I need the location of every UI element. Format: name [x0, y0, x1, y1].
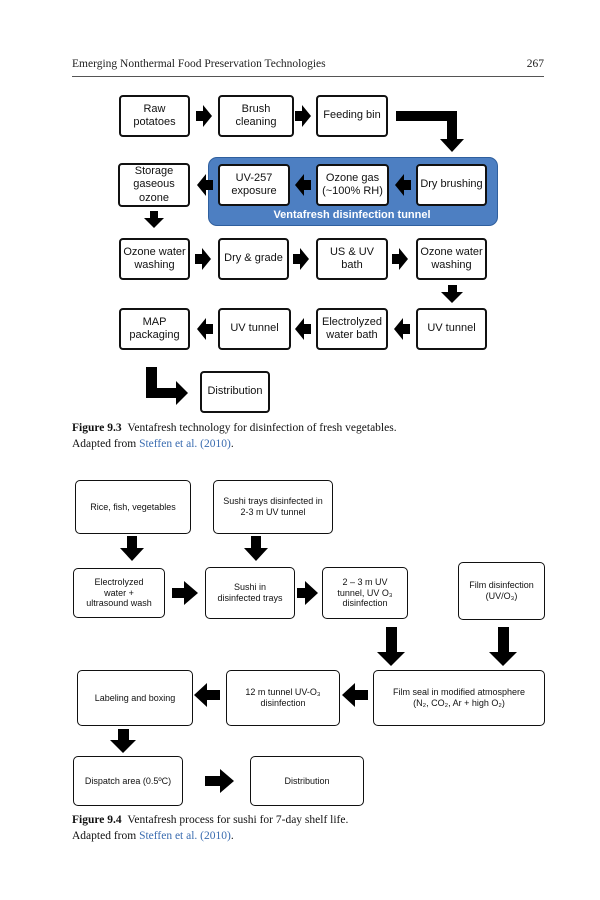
arrow-down — [377, 627, 405, 666]
arrow-left — [295, 174, 311, 196]
box-ozone-water-washing-2: Ozone water washing — [416, 238, 487, 280]
box-film-disinfection: Film disinfection (UV/O₃) — [458, 562, 545, 620]
box-sushi-trays-disinfected: Sushi trays disinfected in 2-3 m UV tunn… — [213, 480, 333, 534]
caption-text: Ventafresh technology for disinfection o… — [127, 422, 397, 434]
arrow-right — [172, 581, 198, 605]
arrow-left — [342, 683, 368, 707]
elbow-arrow-down — [396, 111, 464, 152]
box-uv-tunnel-2: UV tunnel — [416, 308, 487, 350]
arrow-left — [295, 318, 311, 340]
reference-link[interactable]: Steffen et al. (2010) — [139, 438, 231, 450]
running-header-title: Emerging Nonthermal Food Preservation Te… — [72, 58, 326, 70]
arrow-left — [194, 683, 220, 707]
figure-9-3-caption: Figure 9.3 Ventafresh technology for dis… — [72, 420, 397, 452]
arrow-down — [244, 536, 268, 561]
box-labeling-and-boxing: Labeling and boxing — [77, 670, 193, 726]
arrow-down — [120, 536, 144, 561]
arrow-right — [195, 248, 211, 270]
arrow-right — [293, 248, 309, 270]
arrow-down — [489, 627, 517, 666]
box-us-uv-bath: US & UV bath — [316, 238, 388, 280]
box-dispatch-area: Dispatch area (0.5ºC) — [73, 756, 183, 806]
arrow-left — [197, 174, 213, 196]
figure-label: Figure 9.4 — [72, 814, 122, 826]
page-number: 267 — [526, 58, 544, 70]
arrow-down — [144, 211, 164, 228]
box-distribution-9-3: Distribution — [200, 371, 270, 413]
box-uv-tunnel-2-3m: 2 – 3 m UV tunnel, UV O₃ disinfection — [322, 567, 408, 619]
arrow-right — [392, 248, 408, 270]
caption-adapted-prefix: Adapted from — [72, 830, 140, 842]
box-brush-cleaning: Brush cleaning — [218, 95, 294, 137]
box-film-seal: Film seal in modified atmosphere (N₂, CO… — [373, 670, 545, 726]
box-electrolyzed-water-ultrasound: Electrolyzed water + ultrasound wash — [73, 568, 165, 618]
box-12m-tunnel: 12 m tunnel UV-O₃ disinfection — [226, 670, 340, 726]
arrow-down — [441, 285, 463, 303]
tunnel-label: Ventafresh disinfection tunnel — [273, 209, 431, 221]
reference-link[interactable]: Steffen et al. (2010) — [139, 830, 231, 842]
box-storage-gaseous-ozone: Storage gaseous ozone — [118, 163, 190, 207]
box-electrolyzed-water-bath: Electrolyzed water bath — [316, 308, 388, 350]
arrow-down — [110, 729, 136, 753]
caption-adapted-prefix: Adapted from — [72, 438, 140, 450]
caption-suffix: . — [230, 438, 234, 450]
box-ozone-water-washing-1: Ozone water washing — [119, 238, 190, 280]
arrow-left — [395, 174, 411, 196]
caption-text: Ventafresh process for sushi for 7-day s… — [127, 814, 349, 826]
elbow-arrow-right — [146, 367, 188, 405]
box-map-packaging: MAP packaging — [119, 308, 190, 350]
box-uv-tunnel-1: UV tunnel — [218, 308, 291, 350]
arrow-left — [394, 318, 410, 340]
header-rule — [72, 76, 544, 77]
box-distribution-9-4: Distribution — [250, 756, 364, 806]
box-sushi-in-disinfected-trays: Sushi in disinfected trays — [205, 567, 295, 619]
figure-label: Figure 9.3 — [72, 422, 122, 434]
box-rice-fish-vegetables: Rice, fish, vegetables — [75, 480, 191, 534]
arrow-right — [295, 105, 311, 127]
box-feeding-bin: Feeding bin — [316, 95, 388, 137]
figure-9-4-caption: Figure 9.4 Ventafresh process for sushi … — [72, 812, 348, 844]
box-ozone-gas: Ozone gas (~100% RH) — [316, 164, 389, 206]
arrow-right — [196, 105, 212, 127]
caption-suffix: . — [230, 830, 234, 842]
box-dry-grade: Dry & grade — [218, 238, 289, 280]
box-dry-brushing: Dry brushing — [416, 164, 487, 206]
box-uv257-exposure: UV-257 exposure — [218, 164, 290, 206]
box-raw-potatoes: Raw potatoes — [119, 95, 190, 137]
arrow-left — [197, 318, 213, 340]
arrow-right — [297, 581, 318, 605]
arrow-right — [205, 769, 234, 793]
